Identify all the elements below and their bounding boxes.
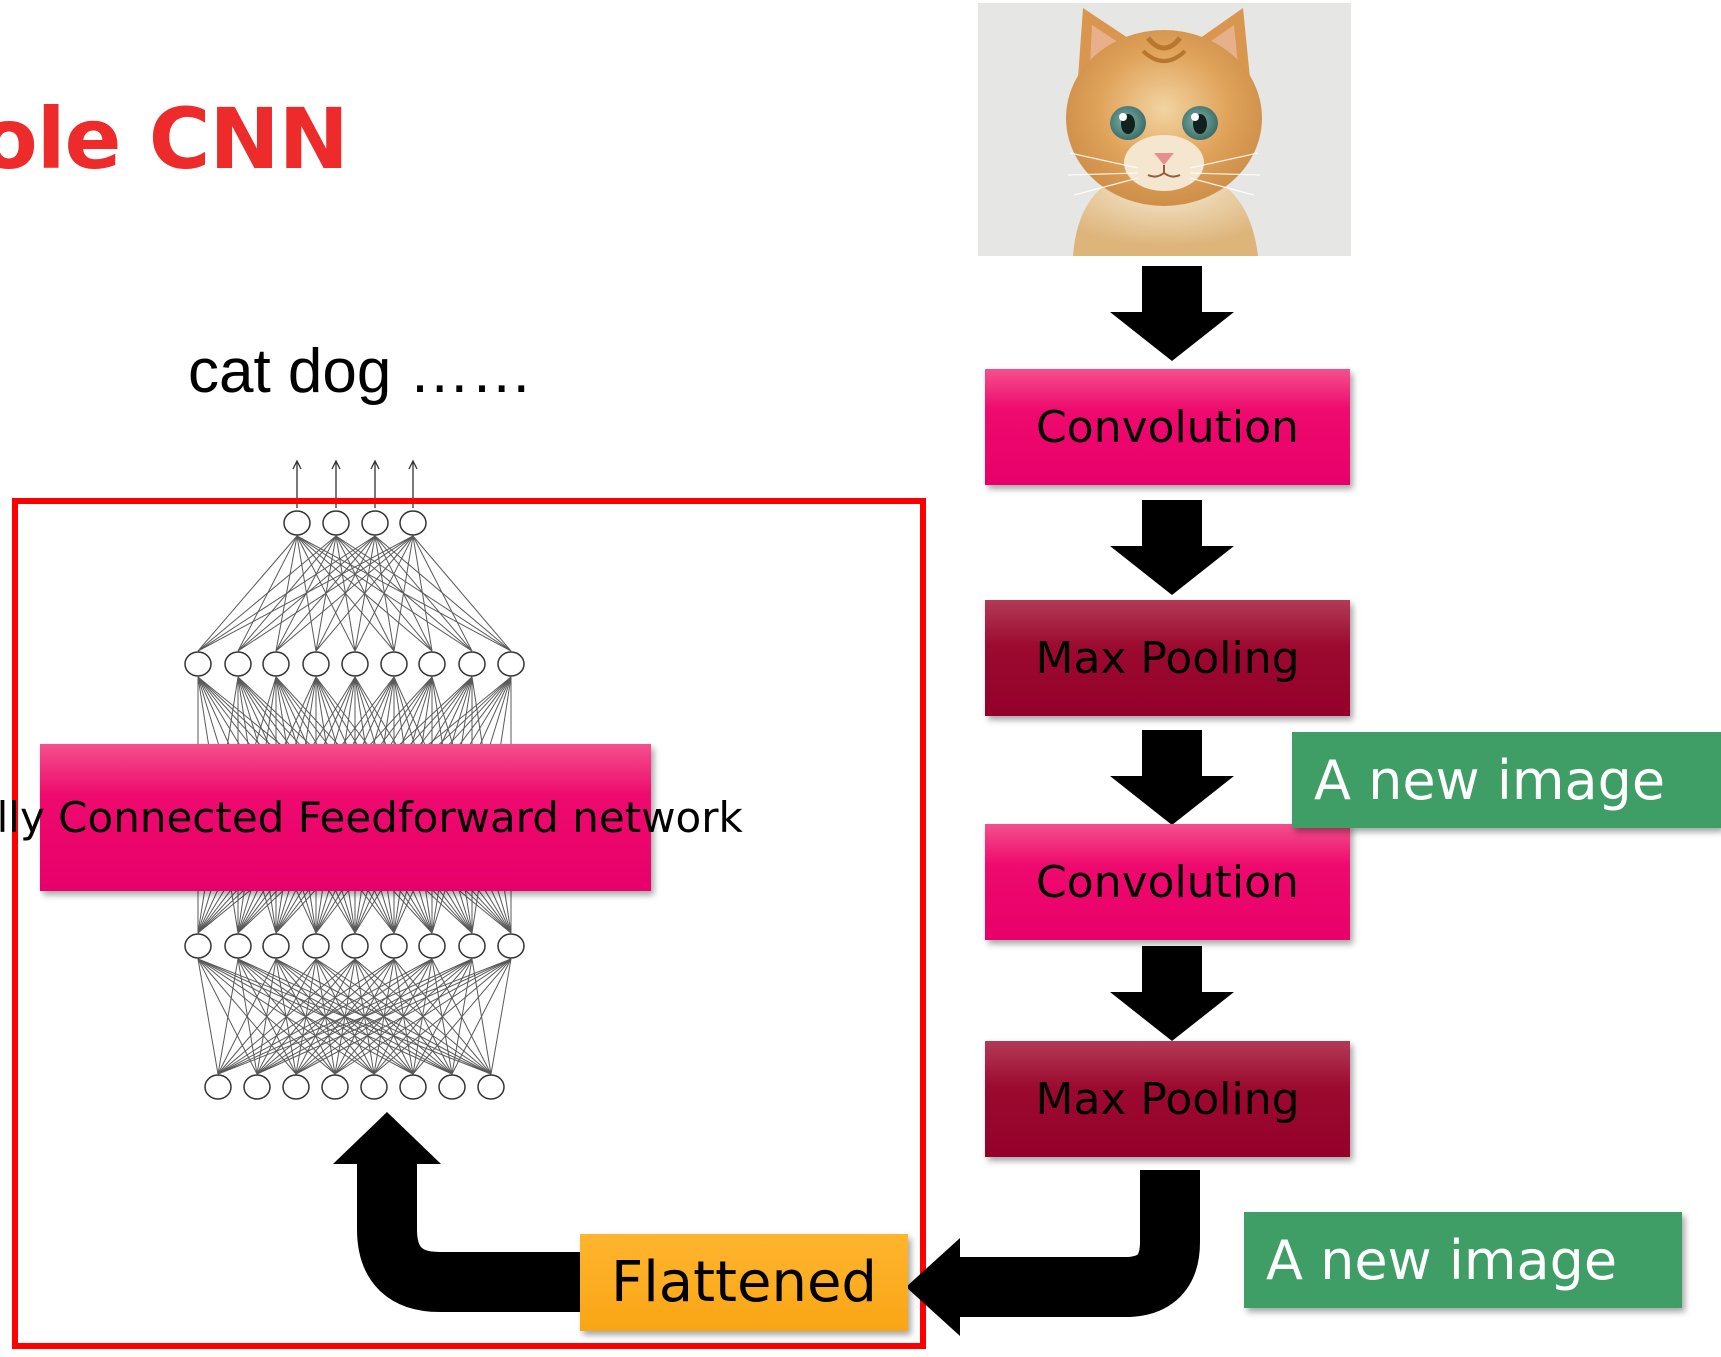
nn-node-l0-0 [283, 510, 311, 536]
nn-node-l3-4 [360, 1074, 388, 1100]
nn-node-l2-6 [418, 933, 446, 959]
nn-node-l1-7 [458, 651, 486, 677]
nn-node-l3-6 [438, 1074, 466, 1100]
nn-node-l3-7 [477, 1074, 505, 1100]
arrow-down-4 [1110, 946, 1234, 1041]
cat-illustration [978, 3, 1351, 256]
pooling-to-flatten-arrow [960, 1170, 1200, 1317]
nn-node-l2-0 [184, 933, 212, 959]
new-image-box-1: A new image [1292, 732, 1721, 828]
nn-node-l1-1 [224, 651, 252, 677]
input-cat-image [978, 3, 1351, 256]
nn-node-l2-3 [302, 933, 330, 959]
convolution-box-1: Convolution [985, 369, 1350, 485]
convolution-label-1: Convolution [1036, 401, 1299, 453]
nn-node-l1-0 [184, 651, 212, 677]
arrow-down-2 [1110, 500, 1234, 595]
flatten-to-network-arrowhead [333, 1112, 441, 1164]
nn-node-l3-5 [399, 1074, 427, 1100]
new-image-box-2: A new image [1244, 1212, 1682, 1308]
nn-node-l3-0 [204, 1074, 232, 1100]
fc-network-frame [12, 498, 926, 1349]
nn-node-l1-5 [380, 651, 408, 677]
nn-node-l1-8 [497, 651, 525, 677]
nn-node-l2-8 [497, 933, 525, 959]
nn-node-l1-4 [341, 651, 369, 677]
nn-node-l2-2 [262, 933, 290, 959]
nn-node-l1-3 [302, 651, 330, 677]
nn-node-l3-2 [282, 1074, 310, 1100]
max-pooling-label-2: Max Pooling [1035, 1073, 1300, 1125]
flatten-to-network-arrow [357, 1155, 585, 1312]
max-pooling-label-1: Max Pooling [1035, 632, 1300, 684]
nn-node-l2-7 [458, 933, 486, 959]
convolution-box-2: Convolution [985, 824, 1350, 940]
nn-node-l0-3 [399, 510, 427, 536]
max-pooling-box-1: Max Pooling [985, 600, 1350, 716]
nn-node-l3-1 [243, 1074, 271, 1100]
output-classes-label: cat dog …… [188, 337, 533, 406]
slide-title: ole CNN [0, 90, 349, 188]
pooling-to-flatten-arrowhead [906, 1238, 960, 1336]
nn-node-l2-1 [224, 933, 252, 959]
nn-node-l0-2 [361, 510, 389, 536]
max-pooling-box-2: Max Pooling [985, 1041, 1350, 1157]
fc-network-label: Fully Connected Feedforward network [0, 792, 743, 842]
arrow-down-1 [1110, 266, 1234, 361]
nn-node-l2-5 [380, 933, 408, 959]
nn-node-l1-2 [262, 651, 290, 677]
arrow-down-3 [1110, 730, 1234, 825]
nn-node-l3-3 [321, 1074, 349, 1100]
new-image-label-1: A new image [1314, 748, 1666, 812]
new-image-label-2: A new image [1266, 1228, 1618, 1292]
convolution-label-2: Convolution [1036, 856, 1299, 908]
flattened-box: Flattened [580, 1234, 908, 1331]
fc-network-box: Fully Connected Feedforward network [0, 744, 743, 891]
flattened-label: Flattened [611, 1250, 877, 1315]
nn-node-l1-6 [418, 651, 446, 677]
nn-node-l0-1 [322, 510, 350, 536]
nn-node-l2-4 [341, 933, 369, 959]
